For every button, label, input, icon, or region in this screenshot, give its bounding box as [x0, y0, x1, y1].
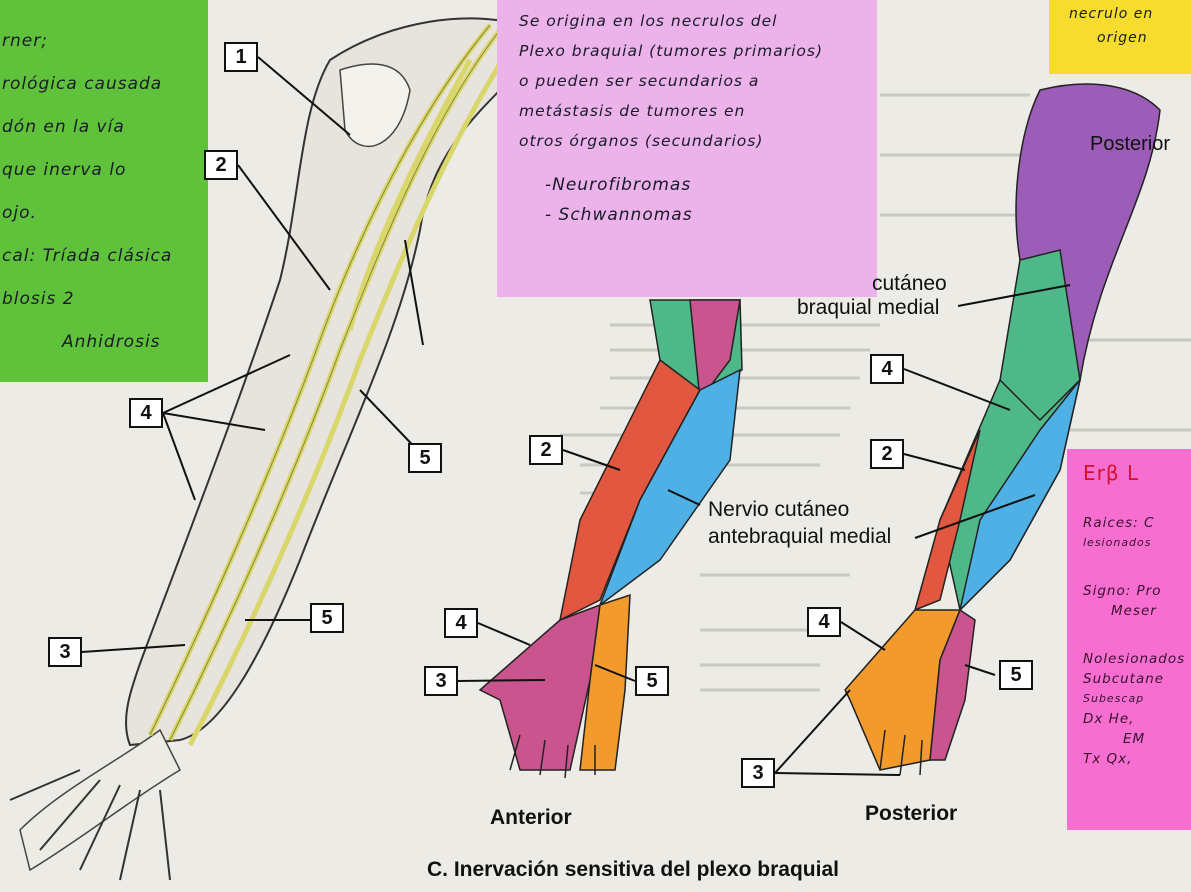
callout-box: 4: [444, 608, 478, 638]
callout-box: 2: [870, 439, 904, 469]
callout-box: 3: [741, 758, 775, 788]
note-line: Nolesionados: [1083, 649, 1191, 669]
note-line: EM: [1083, 729, 1191, 749]
note-line: -Neurofibromas: [519, 170, 877, 200]
note-line: rológica causada: [2, 63, 208, 106]
sticky-note-magenta: Erβ L Raices: C lesionados Signo: Pro Me…: [1067, 449, 1191, 830]
sticky-note-green: rner; rológica causada dón en la vía que…: [0, 0, 208, 382]
callout-box: 5: [635, 666, 669, 696]
figure-caption: C. Inervación sensitiva del plexo braqui…: [427, 858, 839, 882]
note-line: Raices: C: [1083, 513, 1191, 533]
label-antebraquial-medial: antebraquial medial: [708, 523, 891, 550]
note-line: Plexo braquial (tumores primarios): [519, 36, 877, 66]
callout-box: 5: [408, 443, 442, 473]
note-line: que inerva lo: [2, 149, 208, 192]
note-line: o pueden ser secundarios a: [519, 66, 877, 96]
note-line: otros órganos (secundarios): [519, 126, 877, 156]
callout-box: 4: [807, 607, 841, 637]
label-anterior: Anterior: [490, 806, 572, 830]
note-line: Anhidrosis: [2, 321, 208, 364]
callout-box: 5: [999, 660, 1033, 690]
note-line: metástasis de tumores en: [519, 96, 877, 126]
label-braquial-medial: braquial medial: [797, 294, 939, 321]
note-line: origen: [1069, 26, 1191, 50]
anterior-arm: [480, 300, 742, 778]
note-line: - Schwannomas: [519, 200, 877, 230]
note-line: ojo.: [2, 192, 208, 235]
note-line: Meser: [1083, 601, 1191, 621]
callout-box: 3: [424, 666, 458, 696]
label-posterior: Posterior: [865, 802, 957, 826]
note-line: blosis 2: [2, 278, 208, 321]
note-line: dón en la vía: [2, 106, 208, 149]
note-line: Signo: Pro: [1083, 581, 1191, 601]
label-nervio-cutaneo: Nervio cutáneo: [708, 496, 849, 523]
note-line: Tx Qx,: [1083, 749, 1191, 769]
callout-box: 3: [48, 637, 82, 667]
sticky-note-yellow: necrulo en origen: [1049, 0, 1191, 74]
note-line: Subcutane: [1083, 669, 1191, 689]
note-line: Se origina en los necrulos del: [519, 6, 877, 36]
callout-box: 4: [129, 398, 163, 428]
label-posterior-top: Posterior: [1090, 131, 1170, 158]
note-line: cal: Tríada clásica: [2, 235, 208, 278]
note-line: lesionados: [1083, 533, 1191, 553]
callout-box: 4: [870, 354, 904, 384]
note-line: necrulo en: [1069, 2, 1191, 26]
note-heading: Erβ L: [1083, 463, 1191, 483]
note-line: Dx He,: [1083, 709, 1191, 729]
callout-box: 5: [310, 603, 344, 633]
note-line: rner;: [2, 20, 208, 63]
note-line: Subescap: [1083, 689, 1191, 709]
callout-box: 1: [224, 42, 258, 72]
sticky-note-pink: Se origina en los necrulos del Plexo bra…: [497, 0, 877, 297]
callout-box: 2: [529, 435, 563, 465]
callout-box: 2: [204, 150, 238, 180]
label-cutaneo: cutáneo: [872, 270, 947, 297]
